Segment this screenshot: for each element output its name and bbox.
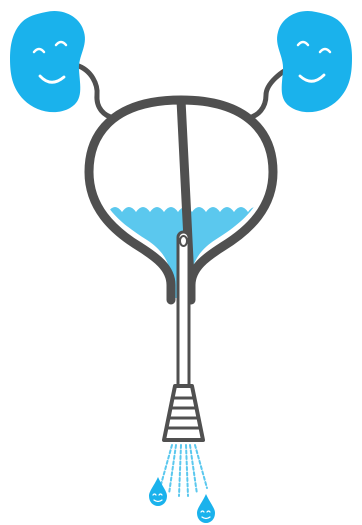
right-droplet-icon: [197, 494, 215, 523]
spray-nozzle: [164, 386, 203, 440]
tube-tip: [180, 236, 187, 246]
left-droplet-icon: [149, 477, 167, 506]
right-kidney-icon: [277, 11, 352, 112]
spray-streams: [160, 445, 207, 496]
left-kidney-icon: [10, 11, 85, 112]
left-ureter: [76, 65, 114, 118]
urethra-tube: [178, 232, 189, 390]
